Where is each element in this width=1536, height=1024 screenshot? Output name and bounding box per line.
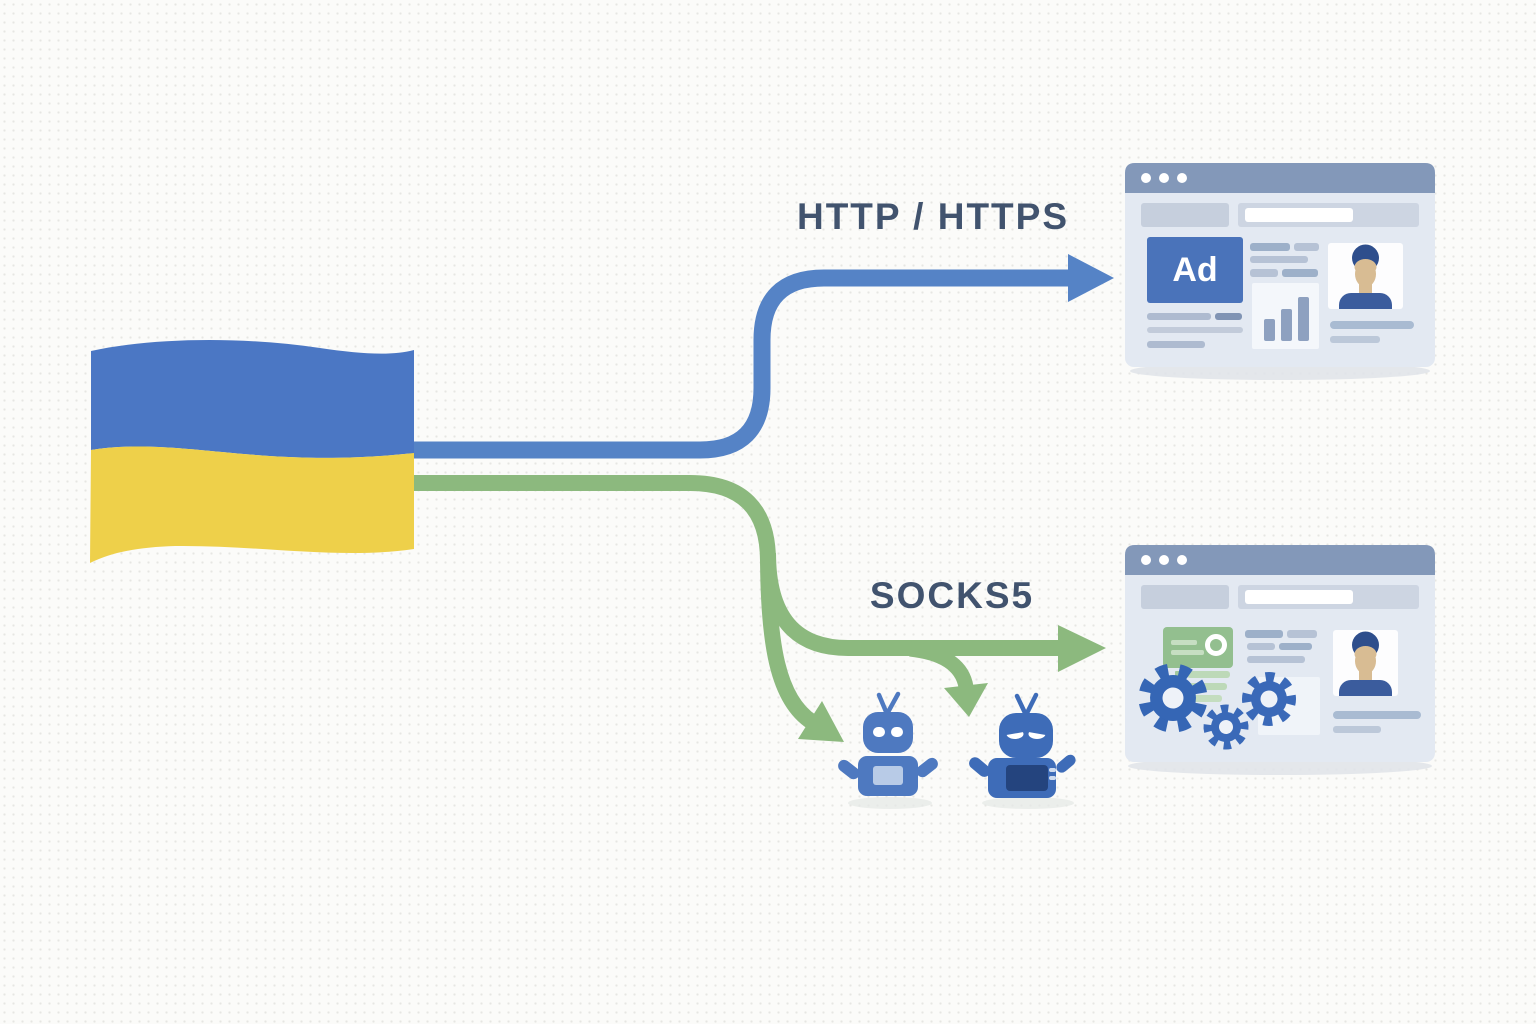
- ad-box: [1147, 237, 1243, 303]
- bar-chart-thumbnail-icon: [1252, 283, 1319, 349]
- url-field: [1245, 590, 1353, 604]
- avatar-caption-lines: [1330, 321, 1414, 343]
- bot2-button: [1049, 768, 1056, 772]
- avatar-caption-lines: [1333, 711, 1421, 733]
- article-text-lines: [1245, 630, 1317, 663]
- socks5-label: SOCKS5: [870, 575, 1034, 616]
- socks5-branch-bot2: [908, 641, 974, 689]
- socks5-arrow: [410, 475, 1106, 742]
- ad-caption-lines: [1147, 313, 1243, 348]
- bot1-eye-right: [891, 727, 903, 737]
- bot1-eye-left: [873, 727, 885, 737]
- bot2-eye-right: [1027, 724, 1048, 739]
- bot2-head: [999, 713, 1053, 758]
- bot-robot-right-icon: [969, 692, 1076, 798]
- bot2-button: [1049, 776, 1056, 780]
- http-arrowhead-icon: [1068, 254, 1114, 302]
- browser-gears-titlebar: [1125, 545, 1435, 575]
- http-arrow-line: [410, 269, 1070, 459]
- socks5-arrowhead-browser-icon: [1058, 625, 1106, 672]
- flag-yellow-stripe: [90, 446, 414, 563]
- profile-avatar-icon: [1333, 630, 1398, 696]
- ad-box-label: Ad: [1172, 251, 1217, 289]
- bot2-shadow: [982, 797, 1074, 809]
- bot1-head: [863, 712, 913, 753]
- window-dots-icon: [1141, 173, 1187, 183]
- url-field: [1245, 208, 1353, 222]
- socks5-arrowhead-bot1-icon: [798, 701, 844, 742]
- bot2-antenna: [1014, 692, 1039, 718]
- article-text-lines: [1250, 243, 1319, 277]
- bot1-arms: [838, 757, 938, 780]
- bot1-shadow: [848, 797, 932, 809]
- browser-gears-navbar: [1141, 585, 1419, 609]
- browser-window-ad: Ad: [1125, 163, 1435, 380]
- nav-block: [1141, 585, 1229, 609]
- browser-ad-navbar: [1141, 203, 1419, 227]
- socks5-arrow-trunk: [410, 475, 776, 562]
- http-label: HTTP / HTTPS: [797, 196, 1069, 237]
- window-dots-icon: [1141, 555, 1187, 565]
- socks5-arrowhead-bot2-icon: [944, 683, 988, 717]
- flag-blue-stripe: [91, 340, 414, 458]
- bot1-screen: [873, 766, 903, 785]
- bot2-arms: [969, 754, 1076, 777]
- profile-avatar-icon: [1328, 243, 1403, 309]
- browser-ad-titlebar: [1125, 163, 1435, 193]
- gear-medium-icon: [1242, 672, 1296, 726]
- bot1-antenna: [876, 691, 901, 717]
- browser-window-gears: [1125, 545, 1435, 775]
- bot2-screen: [1006, 765, 1048, 791]
- nav-block: [1141, 203, 1229, 227]
- ukraine-flag-icon: [90, 340, 414, 563]
- bot-robot-left-icon: [838, 691, 938, 796]
- http-arrow: [410, 254, 1114, 459]
- socks5-branch-bot1: [760, 552, 817, 729]
- bot2-eye-left: [1004, 724, 1025, 739]
